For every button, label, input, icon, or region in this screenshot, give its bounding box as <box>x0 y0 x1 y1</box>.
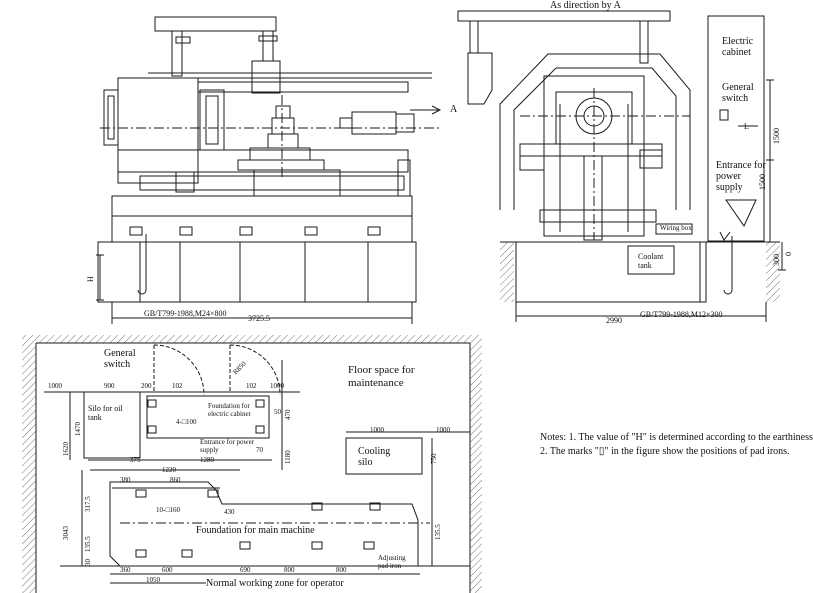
dim-375: 375 <box>130 456 141 464</box>
vdim-3043: 3043 <box>62 526 70 540</box>
cooling-dim-1000b: 1000 <box>436 426 450 434</box>
cooling-dim-1000a: 1000 <box>370 426 384 434</box>
main-hole-label: 10-□160 <box>156 506 181 514</box>
silo-oil-tank-label: Silo for oil tank <box>88 404 123 422</box>
dim-430: 430 <box>224 508 235 516</box>
coolant-tank-label: Coolant tank <box>638 252 664 270</box>
front-dim-3725: 3725.5 <box>248 314 270 323</box>
vdim-135: 135.5 <box>84 536 92 552</box>
front-foundation <box>96 234 417 324</box>
dim-102b: 102 <box>246 382 257 390</box>
dim-1620: 1620 <box>62 442 70 456</box>
dim-H: H <box>86 276 95 282</box>
cooling-dim-750: 750 <box>430 453 438 465</box>
dim-900: 900 <box>104 382 115 390</box>
dim-470: 470 <box>284 409 292 421</box>
side-dim-2990: 2990 <box>606 316 622 325</box>
electric-cabinet-label: Electric cabinet <box>722 36 754 58</box>
vdim-135b: 135.5 <box>434 524 442 540</box>
arrow-A-label: A <box>450 104 458 115</box>
dim-1000b: 1000 <box>270 382 284 390</box>
side-view-machine <box>457 10 765 275</box>
dim-1500b: 1500 <box>758 174 767 190</box>
front-bolt-label: GB/T799-1988,M24×800 <box>144 309 227 318</box>
plan-entrance-power-label: Entrance for power supply <box>200 438 255 454</box>
general-switch-label: General switch <box>722 82 754 104</box>
dim-1220: 1220 <box>162 466 176 474</box>
dim-L: L <box>744 122 749 131</box>
floor-space-label: Floor space for maintenance <box>348 364 415 389</box>
dim-50: 50 <box>274 408 281 416</box>
note-line-1: Notes: 1. The value of "H" is determined… <box>540 432 813 443</box>
cooling-silo-label: Cooling silo <box>358 446 391 468</box>
dim-300: 300 <box>772 254 781 266</box>
dim-800a: 800 <box>284 566 295 574</box>
dim-380: 380 <box>120 476 131 484</box>
wiring-box-label: Wiring box <box>660 224 692 232</box>
front-view-machine <box>100 16 442 243</box>
side-bolt-label: GB/T799-1988,M12×300 <box>640 310 723 319</box>
dim-1000a: 1000 <box>48 382 62 390</box>
dim-1050: 1050 <box>146 576 160 584</box>
dim-1280: 1280 <box>200 456 214 464</box>
dim-690: 690 <box>240 566 251 574</box>
adjusting-pad-label: Adjusting pad iron <box>378 554 406 570</box>
note-line-2: 2. The marks "▯" in the figure show the … <box>540 446 790 457</box>
dim-0: 0 <box>784 252 793 256</box>
side-foundation <box>500 79 786 322</box>
dim-860: 860 <box>170 476 181 484</box>
dim-1470: 1470 <box>74 422 82 436</box>
dim-360: 360 <box>120 566 131 574</box>
plan-general-switch-label: General switch <box>104 348 136 370</box>
side-view-title: As direction by A <box>550 0 621 11</box>
entrance-power-label: Entrance for power supply <box>716 160 766 193</box>
dim-70: 70 <box>256 446 263 454</box>
cabinet-hole-label: 4-□100 <box>176 418 197 426</box>
dim-600: 600 <box>162 566 173 574</box>
foundation-electric-cabinet-label: Foundation for electric cabinet <box>208 402 251 418</box>
normal-zone-label: Normal working zone for operator <box>206 578 344 589</box>
vdim-317: 317.5 <box>84 496 92 512</box>
dim-200: 200 <box>141 382 152 390</box>
foundation-main-label: Foundation for main machine <box>196 525 315 536</box>
dim-1180: 1180 <box>284 450 292 464</box>
dim-800b: 800 <box>336 566 347 574</box>
plan-view <box>22 335 482 593</box>
vdim-30: 30 <box>84 559 92 566</box>
dim-1500a: 1500 <box>772 128 781 144</box>
dim-102: 102 <box>172 382 183 390</box>
